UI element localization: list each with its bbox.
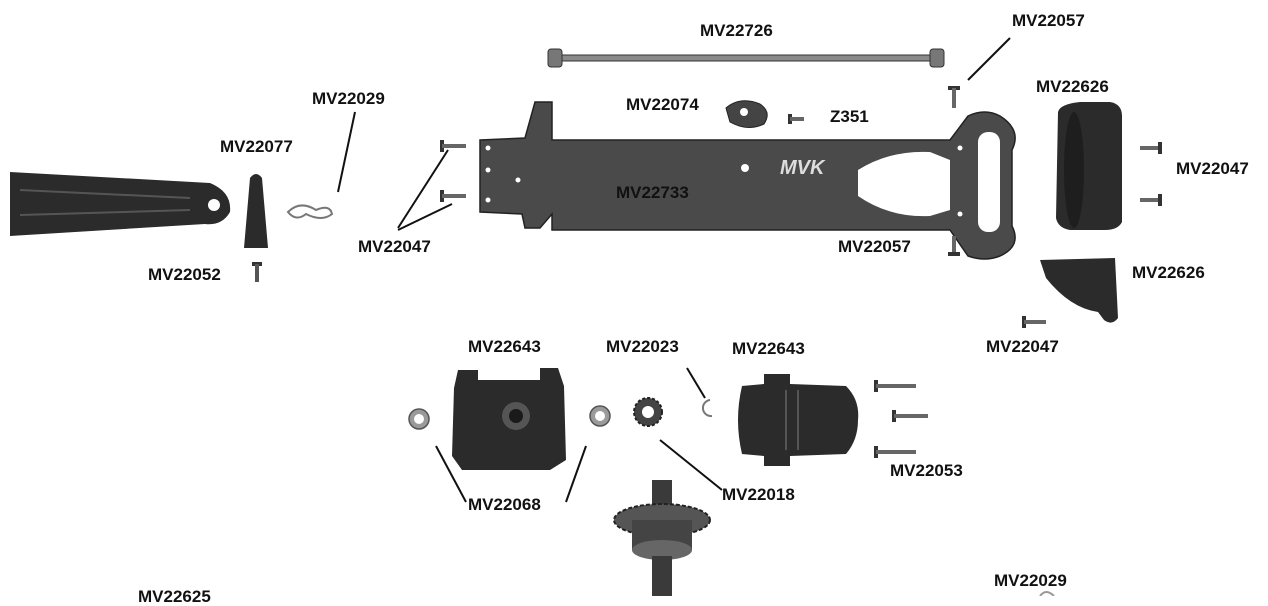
leader-lines [337, 37, 1011, 503]
label-mv22057-top: MV22057 [1012, 11, 1085, 30]
label-mv22643-right: MV22643 [732, 339, 805, 358]
e-clip [701, 399, 713, 418]
screw-mv22057-top [948, 86, 960, 108]
screws-mv22047-left [440, 140, 466, 202]
label-mv22077: MV22077 [220, 137, 293, 156]
suspension-arm [10, 172, 231, 236]
screws-mv22047-right [1140, 142, 1162, 206]
label-mv22626-top: MV22626 [1036, 77, 1109, 96]
chassis-cutout [858, 151, 950, 217]
label-mv22047-right: MV22047 [1176, 159, 1249, 178]
chassis-plate [479, 101, 1016, 260]
chassis-rear-slot [978, 132, 1000, 232]
label-mv22625-cut: MV22625 [138, 587, 211, 606]
arm-hole [208, 199, 220, 211]
diff-gear [633, 397, 663, 427]
label-mv22074: MV22074 [626, 95, 699, 114]
label-mv22626-bottom: MV22626 [1132, 263, 1205, 282]
leader-mv22068-right [565, 445, 587, 503]
body-post [244, 174, 268, 248]
label-mv22052: MV22052 [148, 265, 221, 284]
screw-mv22052 [252, 262, 262, 282]
label-mv22023: MV22023 [606, 337, 679, 356]
gear-cover-bottom [1040, 258, 1118, 323]
leader-mv22023 [686, 367, 706, 399]
screw-mv22057-bottom [948, 236, 960, 256]
label-z351: Z351 [830, 107, 869, 126]
chassis-holes [485, 145, 963, 217]
label-mv22068: MV22068 [468, 495, 541, 514]
screw-z351 [788, 114, 804, 124]
label-mv22047-bottom: MV22047 [986, 337, 1059, 356]
label-mv22726: MV22726 [700, 21, 773, 40]
diff-assembly [613, 480, 711, 596]
partial-clip [1039, 591, 1055, 596]
leader-mv22029 [337, 111, 356, 193]
leader-mv22047-left-a [397, 149, 449, 229]
label-mv22047-left: MV22047 [358, 237, 431, 256]
label-mv22057-bottom: MV22057 [838, 237, 911, 256]
leader-mv22047-left-b [397, 203, 453, 231]
body-clip [286, 204, 334, 219]
leader-mv22057-top [967, 37, 1011, 81]
arm-ribs [19, 189, 191, 216]
washer-right [589, 405, 611, 427]
label-mv22018: MV22018 [722, 485, 795, 504]
label-mv22733: MV22733 [616, 183, 689, 202]
leader-mv22018 [659, 439, 723, 491]
screw-mv22047-bottom [1022, 316, 1046, 328]
label-mv22029-top: MV22029 [312, 89, 385, 108]
label-mv22029-bottom: MV22029 [994, 571, 1067, 590]
leader-mv22068-left [435, 445, 467, 503]
label-mv22643-left: MV22643 [468, 337, 541, 356]
drive-shaft [547, 48, 945, 68]
screws-mv22053 [874, 380, 928, 458]
gear-cover-rim [1064, 112, 1084, 228]
label-mv22053: MV22053 [890, 461, 963, 480]
chassis-logo: MVK [780, 157, 825, 179]
washer-left [408, 408, 430, 430]
